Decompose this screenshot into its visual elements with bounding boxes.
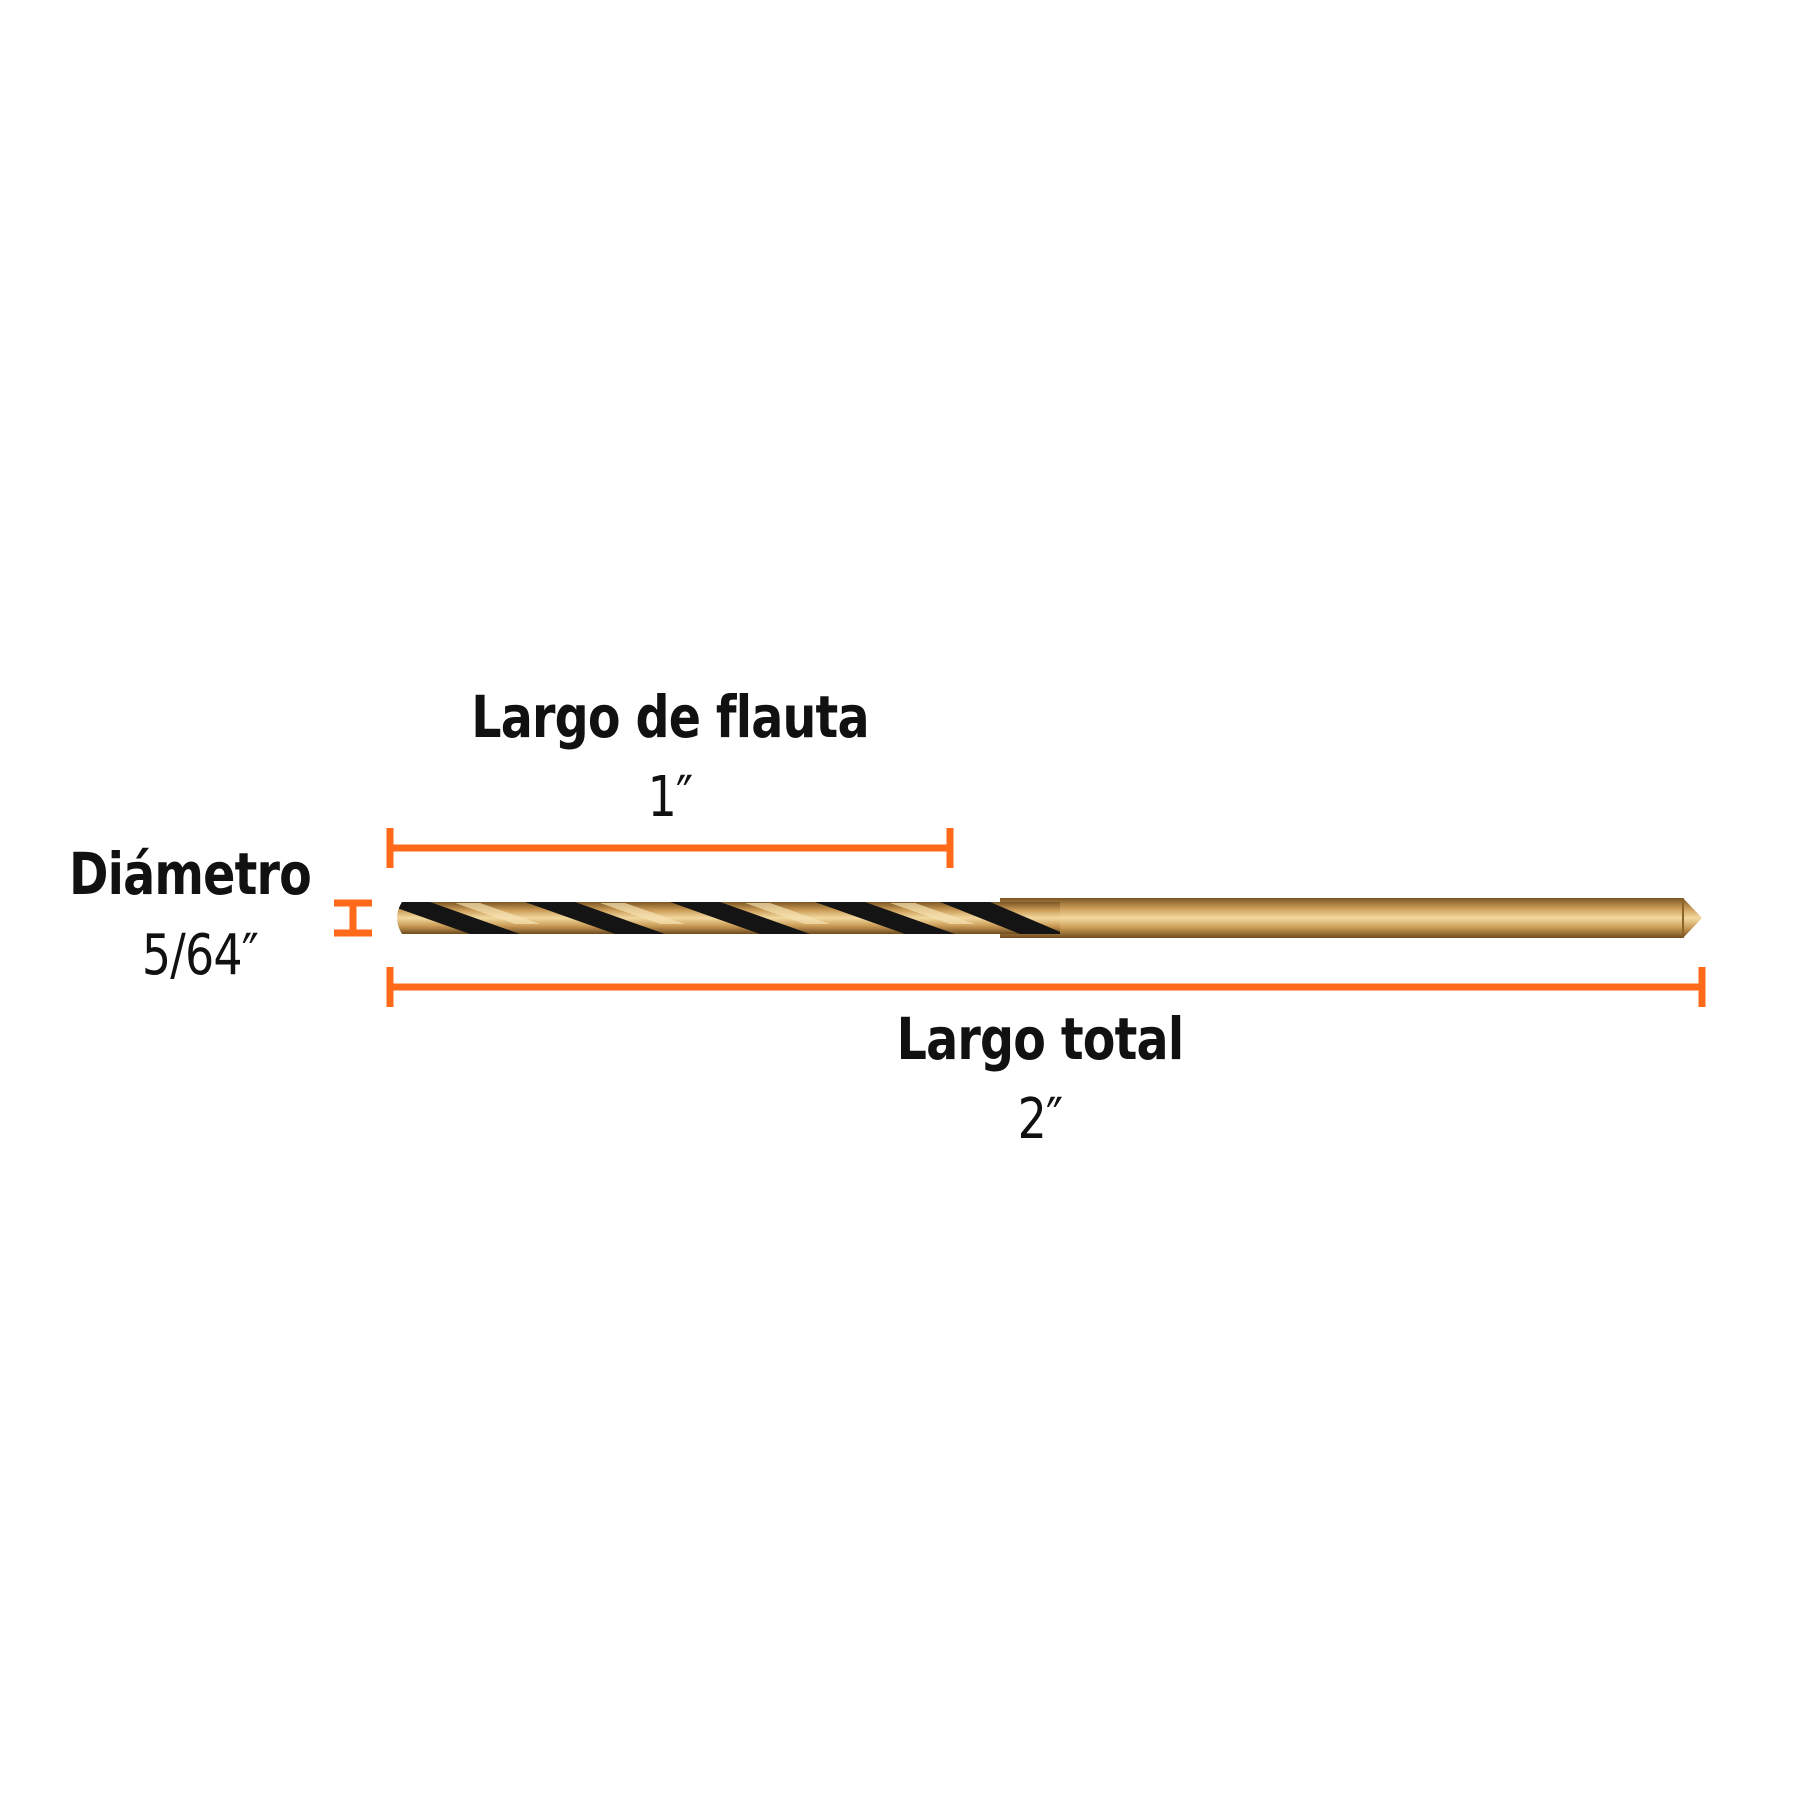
flute-band-5 bbox=[940, 902, 1060, 934]
flute-highlight-4 bbox=[890, 903, 975, 924]
diameter-dimension bbox=[334, 899, 372, 937]
flute-band-1 bbox=[397, 902, 520, 934]
flute-length-value: 1″ bbox=[647, 765, 694, 830]
flute-length-dimension bbox=[386, 828, 954, 868]
diameter-title: Diámetro bbox=[68, 840, 312, 908]
drill-shank bbox=[1000, 898, 1702, 938]
flute-band-4 bbox=[815, 902, 955, 934]
total-length-value: 2″ bbox=[1017, 1087, 1064, 1152]
flute-band-2 bbox=[525, 902, 665, 934]
total-length-dimension bbox=[386, 967, 1706, 1007]
flute-highlight-1 bbox=[455, 903, 540, 924]
total-length-title: Largo total bbox=[896, 1005, 1184, 1073]
flute-highlight-2 bbox=[600, 903, 685, 924]
drill-flutes bbox=[397, 902, 1060, 934]
flute-highlight-3 bbox=[745, 903, 830, 924]
diameter-value: 5/64″ bbox=[141, 923, 259, 988]
flute-length-title: Largo de flauta bbox=[471, 683, 869, 751]
flute-band-3 bbox=[670, 902, 810, 934]
drill-bit-icon bbox=[397, 898, 1702, 938]
